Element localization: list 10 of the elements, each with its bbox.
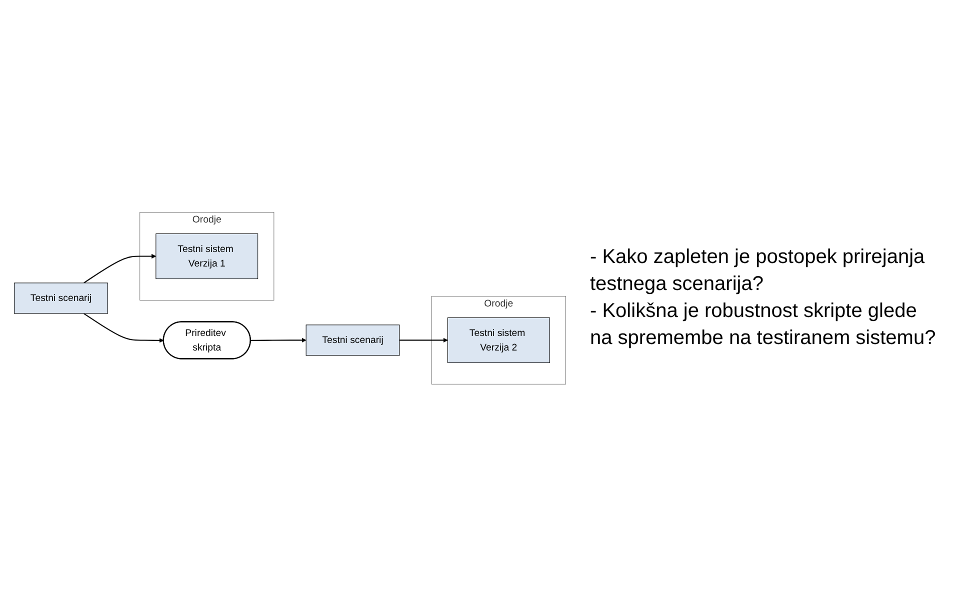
arrow — [84, 254, 156, 284]
arrow — [84, 312, 164, 343]
arrow — [250, 338, 306, 342]
node-box: Testni sistem Verzija 2 — [447, 317, 550, 363]
note-text: - Kolikšna je robustnost skripte glede na spremembe na testiranem sistemu? — [590, 299, 937, 351]
note-text: - Kako zapleten je postopek prirejanja testnega scenarija? — [590, 245, 926, 297]
node-box: Testni scenarij — [306, 324, 400, 356]
node-box: Testni sistem Verzija 1 — [156, 233, 258, 279]
arrow — [399, 338, 448, 342]
node-box: Testni scenarij — [14, 282, 108, 314]
